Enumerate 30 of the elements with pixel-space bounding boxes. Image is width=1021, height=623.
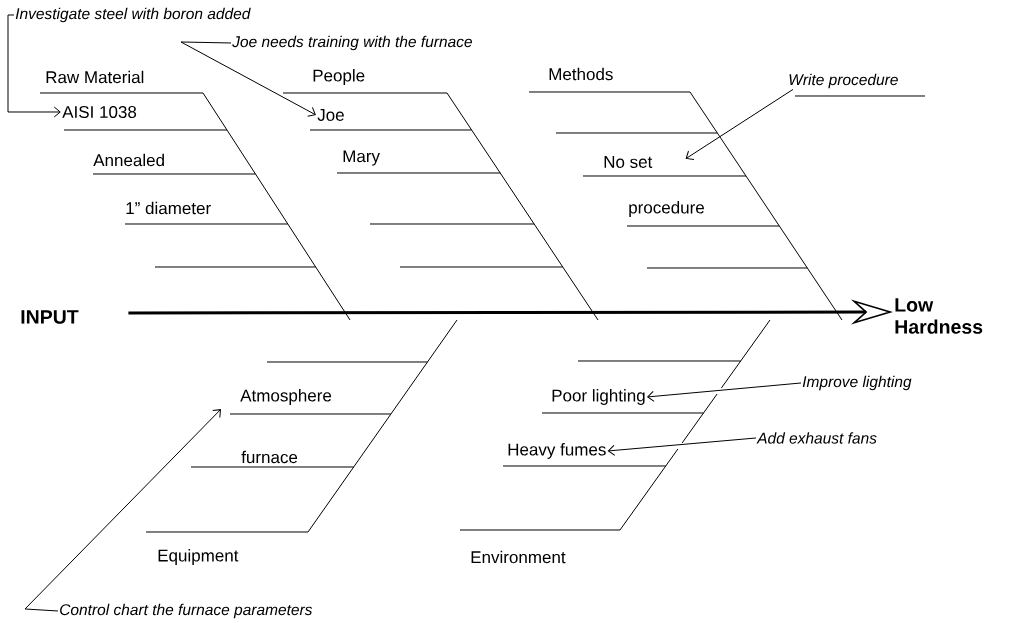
action-note: Improve lighting <box>802 375 912 391</box>
leader-arrow <box>607 437 757 456</box>
category-label: People <box>313 69 365 85</box>
category-label: Environment <box>471 550 566 564</box>
action-note: Write procedure <box>789 73 898 89</box>
action-note: Control chart the furnace parameters <box>60 603 313 619</box>
cause-text: No set <box>604 156 653 168</box>
leader-arrow <box>7 14 61 118</box>
cause-text: Atmosphere <box>240 389 332 405</box>
category-label: Raw Material <box>46 70 144 84</box>
action-note: Joe needs training with the furnace <box>232 35 472 51</box>
cause-text: Mary <box>343 150 380 166</box>
cause-text: AISI 1038 <box>62 106 137 118</box>
cause-text: Poor lighting <box>552 389 645 405</box>
leader-arrow <box>685 88 794 160</box>
category-label: Equipment <box>158 549 239 565</box>
effect-label: Low Hardness <box>895 298 983 334</box>
action-note: Investigate steel with boron added <box>15 7 251 23</box>
cause-text: Annealed <box>93 153 164 167</box>
category-label: Methods <box>549 67 613 81</box>
cause-text: furnace <box>241 450 298 464</box>
leader-arrow <box>647 382 802 402</box>
leader-arrow <box>24 409 221 612</box>
cause-text: 1” diameter <box>126 201 211 215</box>
input-label: INPUT <box>21 310 79 324</box>
cause-text: procedure <box>629 201 704 217</box>
cause-text: Joe <box>317 109 344 121</box>
leader-arrow <box>180 41 316 117</box>
cause-text: Heavy fumes <box>508 443 606 459</box>
action-note: Add exhaust fans <box>756 432 877 444</box>
